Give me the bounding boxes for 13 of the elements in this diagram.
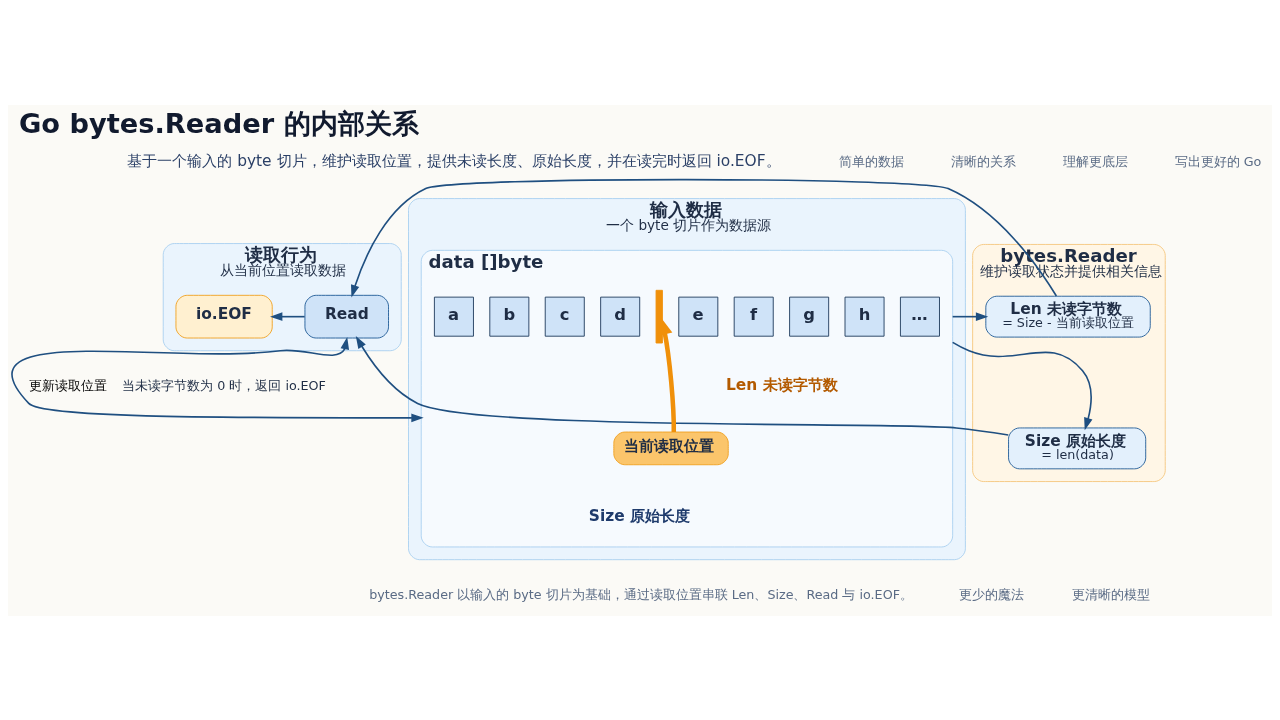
label: 更清晰的模型	[1071, 586, 1150, 602]
label: 写出更好的 Go	[1174, 153, 1262, 169]
label: Size 原始长度	[588, 506, 691, 525]
diagram-title: Go bytes.Reader 的内部关系	[18, 107, 419, 139]
node-label: 当未读字节数为 0 时，返回 io.EOF	[122, 377, 326, 393]
label: 简单的数据	[839, 153, 905, 169]
label: 基于一个输入的 byte 切片，维护读取位置，提供未读长度、原始长度，并在读完时返回 io.EOF。	[127, 151, 781, 170]
label: 清晰的关系	[951, 153, 1017, 169]
edge-label: 更新读取位置	[28, 377, 107, 393]
label: 理解更底层	[1062, 153, 1128, 169]
label: Len 未读字节数	[726, 375, 838, 394]
label: bytes.Reader 以输入的 byte 切片为基础，通过读取位置串联 Len、Size、Read 与 io.EOF。	[369, 586, 913, 602]
label: 更少的魔法	[959, 586, 1025, 602]
